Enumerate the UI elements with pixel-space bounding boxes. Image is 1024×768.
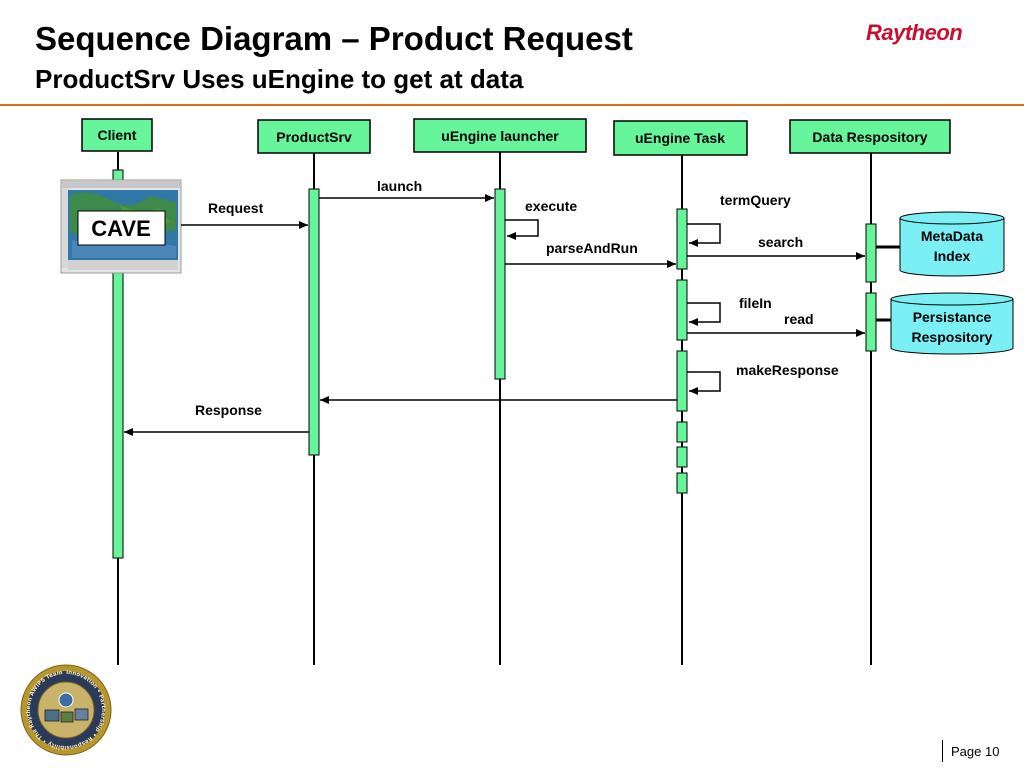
participant-box-uengine-task [613,120,748,156]
page-title: Sequence Diagram – Product Request [35,20,633,57]
activation-repository-1 [865,223,877,283]
activation-repository-2 [865,292,877,352]
cave-label: CAVE [91,216,151,241]
message-launch-label: launch [377,178,422,194]
participant-uengine-task-label: uEngine Task [635,130,725,146]
persistence-repository-store [890,292,1014,355]
page-number: Page 10 [951,744,1000,759]
message-make-response-label: makeResponse [736,362,839,378]
persistence-repository-label-line1: Persistance [913,309,992,325]
message-response-label: Response [195,402,262,418]
activation-uengine-task-4 [676,421,688,443]
participant-uengine-launcher-label: uEngine launcher [441,128,559,144]
footer-separator [942,740,943,762]
persistence-repository-label-line2: Respository [912,329,993,345]
arrow-term-query [687,223,721,247]
arrow-execute [505,219,539,240]
activation-uengine-task-1 [676,208,688,270]
activation-uengine-task-5 [676,446,688,468]
page-subtitle: ProductSrv Uses uEngine to get at data [35,64,524,94]
message-request-label: Request [208,200,264,216]
participant-data-repository-label: Data Respository [812,129,927,145]
participant-box-uengine-launcher [413,118,587,153]
title-divider [0,104,1024,106]
activation-client [112,169,124,559]
activation-productsrv [308,188,320,456]
arrow-make-response [687,371,721,395]
message-file-in-label: fileIn [739,295,772,311]
activation-uengine-launcher [494,188,506,380]
participant-productsrv-label: ProductSrv [276,129,352,145]
participant-box-productsrv [257,119,371,154]
metadata-index-label-line2: Index [934,248,971,264]
raytheon-logo: Raytheon [866,20,963,45]
message-term-query-label: termQuery [720,192,791,208]
awips-team-seal: Innovation • Partnership • Responsibilit… [20,664,112,756]
metadata-index-store [899,211,1005,277]
cave-label-box [77,210,166,246]
message-execute-label: execute [525,198,577,214]
message-search-label: search [758,234,803,250]
message-parse-and-run-label: parseAndRun [546,240,638,256]
metadata-index-label-line1: MetaData [921,228,983,244]
participant-client-label: Client [98,127,137,143]
arrow-file-in [687,302,721,326]
activation-uengine-task-2 [676,279,688,341]
message-read-label: read [784,311,814,327]
participant-box-client [81,118,153,152]
activation-uengine-task-6 [676,472,688,494]
activation-uengine-task-3 [676,350,688,412]
participant-box-data-repository [789,119,951,154]
